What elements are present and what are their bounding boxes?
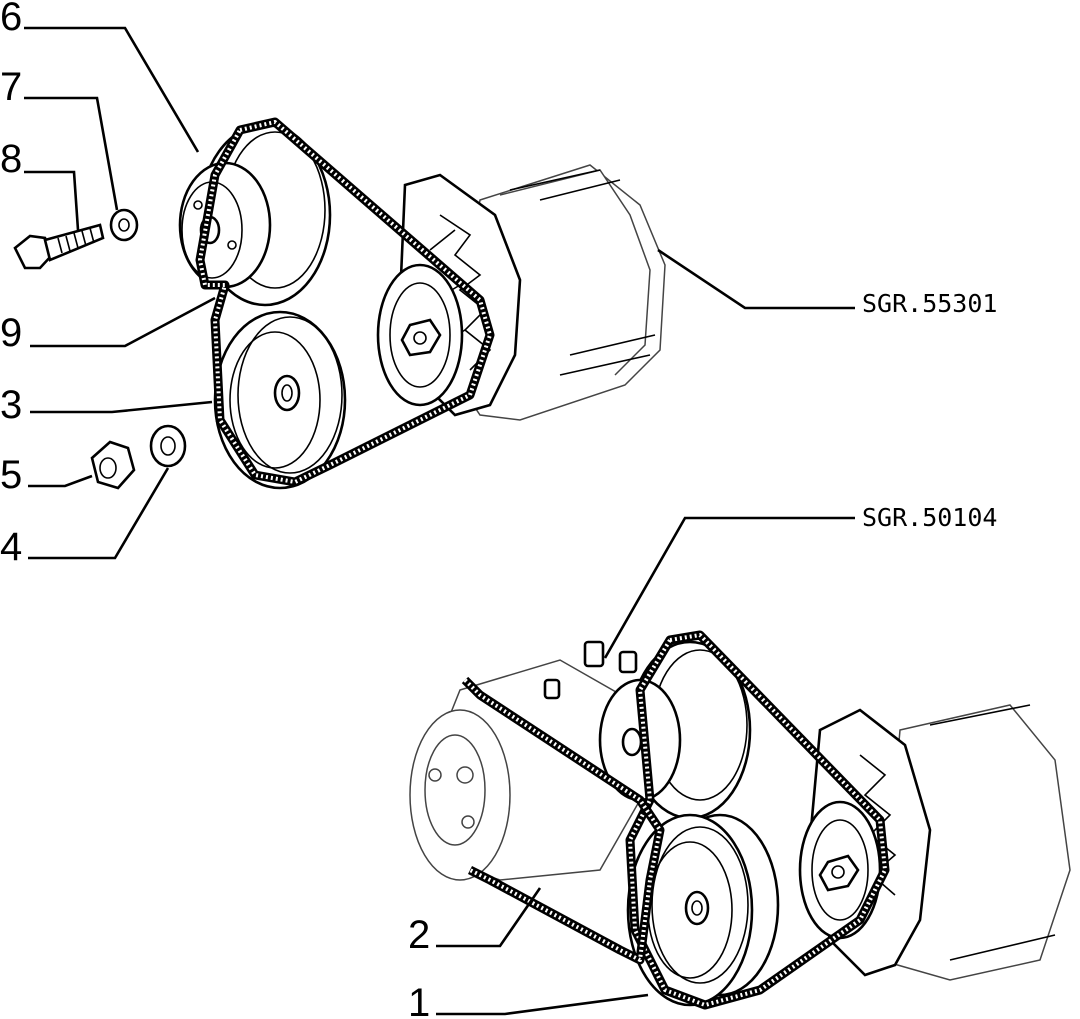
callout-labels: 6 7 8 9 3 5 4 2 1 SGR.55301 SGR.50104 — [0, 0, 997, 1019]
callout-6: 6 — [0, 0, 22, 39]
bottom-assembly — [409, 630, 1071, 1010]
leader-sgr55301 — [657, 248, 855, 310]
belt-1 — [625, 630, 890, 1010]
callout-7: 7 — [0, 65, 22, 109]
leader-5 — [28, 474, 93, 488]
nut-5 — [90, 440, 136, 490]
leader-7 — [24, 96, 119, 211]
crank-pulley-lower — [626, 813, 780, 1007]
leader-lines — [24, 26, 855, 1016]
leader-3 — [30, 400, 213, 414]
ref-sgr50104: SGR.50104 — [862, 503, 997, 532]
washer-7 — [109, 208, 139, 242]
ac-compressor — [409, 640, 641, 881]
leader-9 — [30, 296, 216, 348]
leader-1 — [436, 993, 649, 1016]
leader-6 — [24, 26, 200, 153]
callout-5: 5 — [0, 453, 22, 497]
bolt-8 — [13, 223, 105, 270]
pulley-3 — [213, 310, 347, 490]
belt-9 — [195, 117, 495, 487]
callout-9: 9 — [0, 311, 22, 355]
callout-2: 2 — [408, 913, 430, 957]
alternator-top — [376, 164, 666, 421]
leader-8 — [24, 170, 80, 231]
leader-sgr50104 — [603, 516, 855, 659]
washer-4 — [149, 424, 187, 468]
alternator-bottom — [798, 704, 1071, 981]
callout-4: 4 — [0, 525, 22, 569]
callout-8: 8 — [0, 137, 22, 181]
top-assembly — [13, 117, 666, 490]
ref-sgr55301: SGR.55301 — [862, 289, 997, 318]
callout-3: 3 — [0, 383, 22, 427]
leader-4 — [28, 467, 170, 560]
leader-2 — [436, 887, 542, 948]
belt-2 — [461, 676, 665, 965]
crank-pulley-upper — [598, 640, 752, 820]
callout-1: 1 — [408, 981, 430, 1019]
